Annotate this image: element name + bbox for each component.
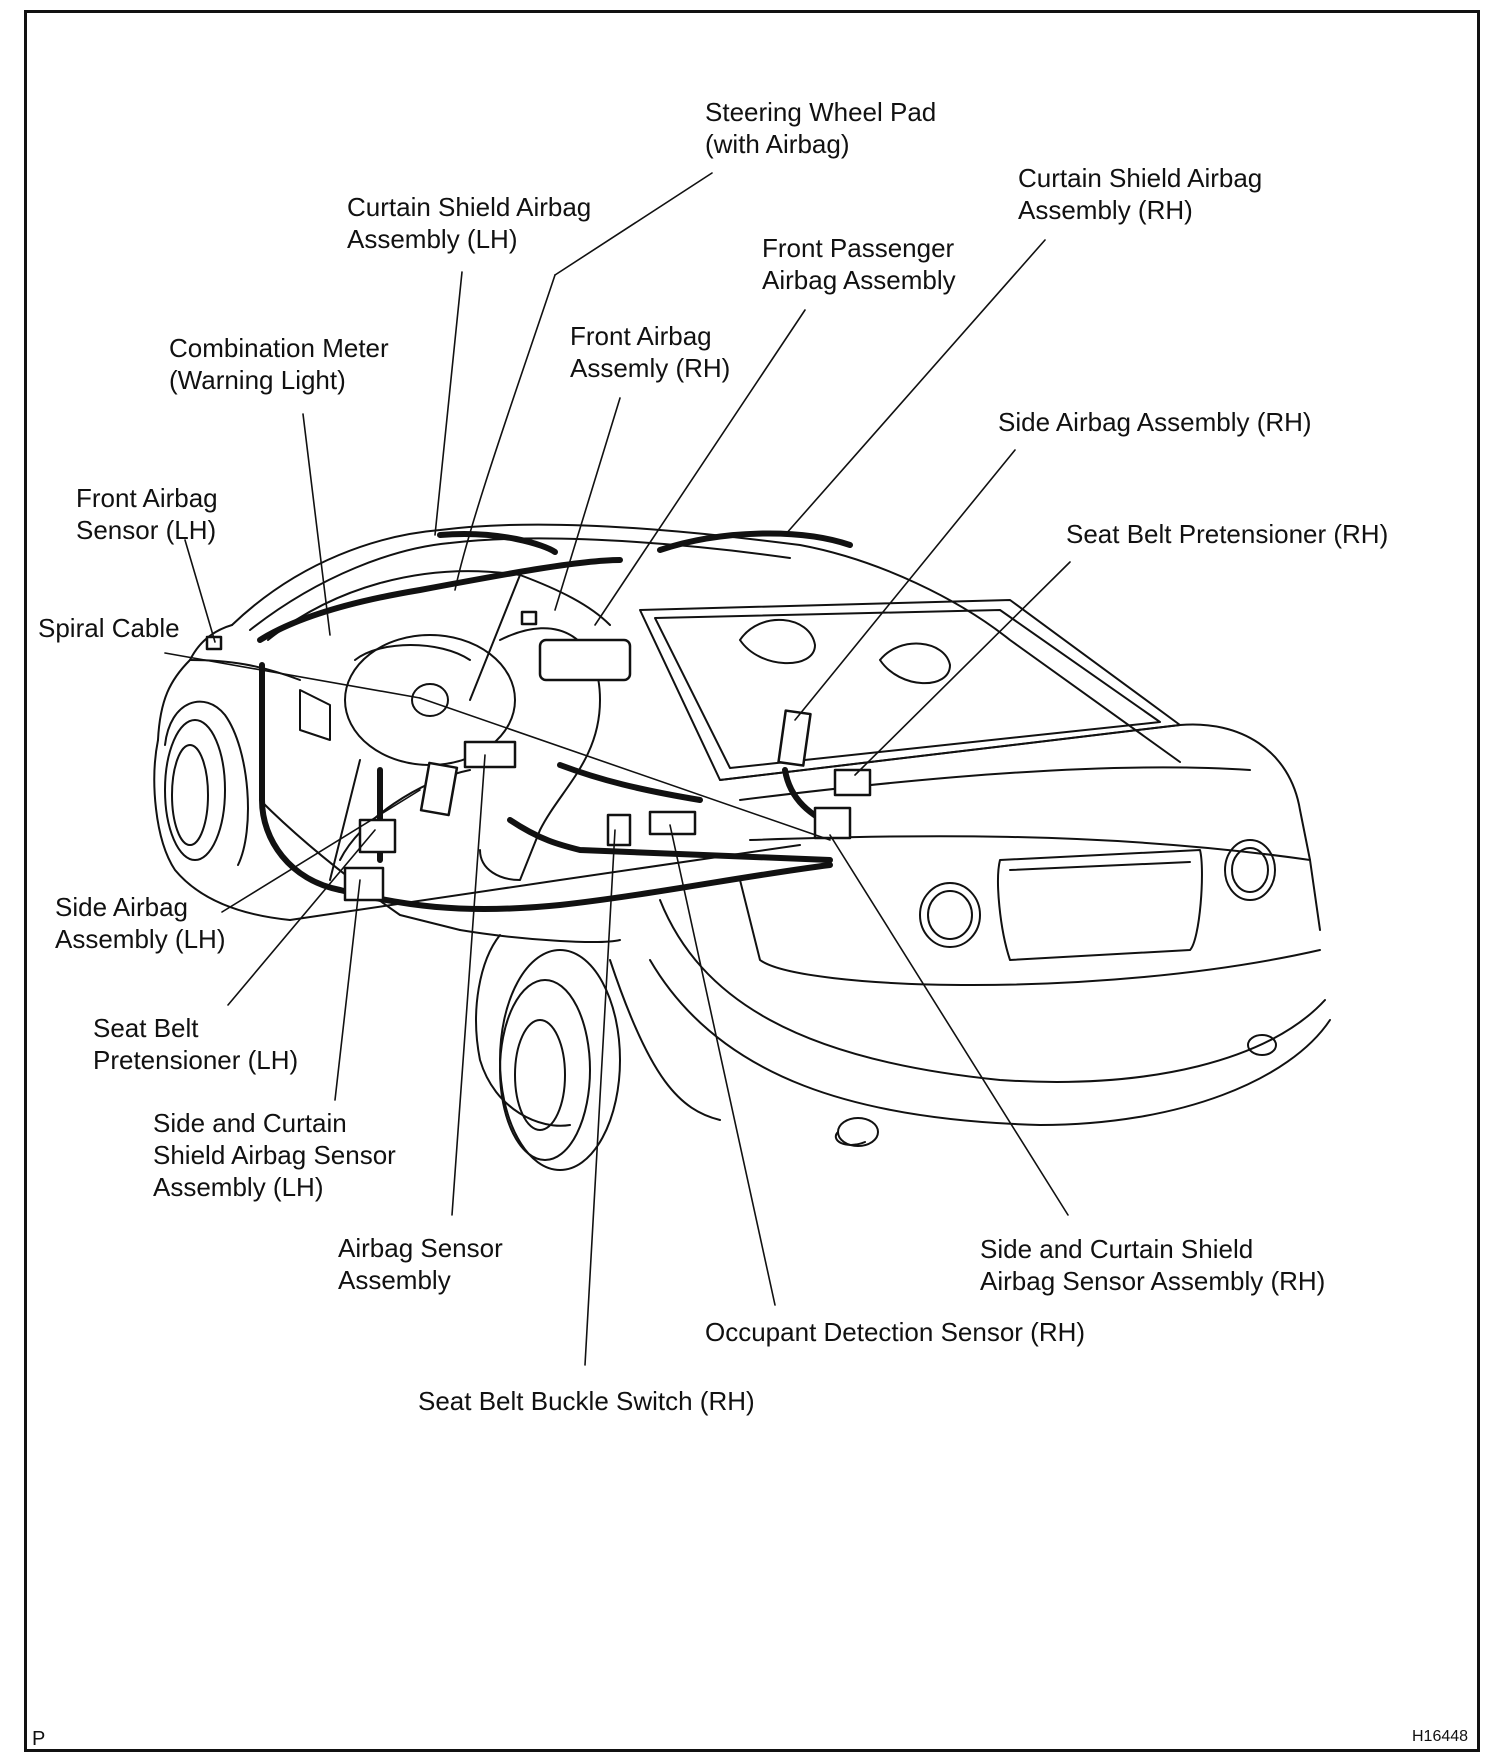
label-occupant-detection-sensor: Occupant Detection Sensor (RH) <box>705 1316 1085 1348</box>
front-airbag-sensor-rh-module <box>520 610 538 626</box>
side-curtain-sensor-lh-module <box>343 866 385 902</box>
label-line: Assembly (LH) <box>55 924 226 954</box>
diagram-frame <box>24 10 1480 1752</box>
label-front-airbag-rh: Front Airbag Assemly (RH) <box>570 320 730 384</box>
label-line: Spiral Cable <box>38 613 180 643</box>
label-seat-belt-pretensioner-rh: Seat Belt Pretensioner (RH) <box>1066 518 1388 550</box>
label-line: Assembly (LH) <box>347 224 518 254</box>
car-body <box>153 523 1331 1171</box>
side-airbag-rh-module <box>777 709 812 767</box>
label-spiral-cable: Spiral Cable <box>38 612 180 644</box>
label-seat-belt-buckle-switch: Seat Belt Buckle Switch (RH) <box>418 1385 755 1417</box>
seat-belt-buckle-switch-module <box>606 813 632 847</box>
label-line: Side Airbag Assembly (RH) <box>998 407 1312 437</box>
label-curtain-shield-airbag-lh: Curtain Shield Airbag Assembly (LH) <box>347 191 591 255</box>
label-line: Assembly (LH) <box>153 1172 324 1202</box>
airbag-components <box>205 610 872 902</box>
label-line: Shield Airbag Sensor <box>153 1140 396 1170</box>
label-line: Steering Wheel Pad <box>705 97 937 127</box>
label-line: Occupant Detection Sensor (RH) <box>705 1317 1086 1347</box>
label-side-curtain-sensor-lh: Side and Curtain Shield Airbag Sensor As… <box>153 1107 396 1203</box>
label-side-airbag-lh: Side Airbag Assembly (LH) <box>55 891 225 955</box>
label-line: Seat Belt Buckle Switch (RH) <box>418 1386 755 1416</box>
label-airbag-sensor-assembly: Airbag Sensor Assembly <box>338 1232 503 1296</box>
label-steering-wheel-pad: Steering Wheel Pad (with Airbag) <box>705 96 936 160</box>
corner-code-left: P <box>32 1728 46 1750</box>
label-line: Sensor (LH) <box>76 515 217 545</box>
wiring-harness <box>257 530 853 913</box>
label-line: Front Passenger <box>762 233 955 263</box>
label-curtain-shield-airbag-rh: Curtain Shield Airbag Assembly (RH) <box>1018 162 1262 226</box>
label-seat-belt-pretensioner-lh: Seat Belt Pretensioner (LH) <box>93 1012 298 1076</box>
label-line: Side and Curtain Shield <box>980 1234 1254 1264</box>
label-line: (Warning Light) <box>169 365 346 395</box>
airbag-sensor-assembly-module <box>463 740 517 769</box>
label-line: Front Airbag <box>76 483 218 513</box>
label-line: Front Airbag <box>570 321 712 351</box>
label-side-curtain-sensor-rh: Side and Curtain Shield Airbag Sensor As… <box>980 1233 1325 1297</box>
label-line: Airbag Sensor Assembly (RH) <box>980 1266 1326 1296</box>
label-front-airbag-sensor-lh: Front Airbag Sensor (LH) <box>76 482 218 546</box>
side-curtain-sensor-rh-module <box>813 806 852 840</box>
seat-belt-pretensioner-rh-module <box>833 768 872 797</box>
label-line: Side and Curtain <box>153 1108 347 1138</box>
label-line: Curtain Shield Airbag <box>1018 163 1263 193</box>
label-line: Seat Belt <box>93 1013 199 1043</box>
label-line: Curtain Shield Airbag <box>347 192 592 222</box>
label-front-passenger-airbag: Front Passenger Airbag Assembly <box>762 232 956 296</box>
passenger-airbag-module <box>538 638 632 682</box>
label-line: Assemly (RH) <box>570 353 731 383</box>
label-line: Assembly (RH) <box>1018 195 1193 225</box>
seat-belt-pretensioner-lh-module <box>358 818 397 854</box>
label-line: Combination Meter <box>169 333 389 363</box>
label-line: Pretensioner (LH) <box>93 1045 299 1075</box>
label-combination-meter: Combination Meter (Warning Light) <box>169 332 389 396</box>
side-airbag-lh-module <box>419 761 459 817</box>
label-line: Seat Belt Pretensioner (RH) <box>1066 519 1389 549</box>
figure-id: H16448 <box>1412 1728 1469 1745</box>
label-line: Airbag Assembly <box>762 265 956 295</box>
label-line: Assembly <box>338 1265 451 1295</box>
label-line: Airbag Sensor <box>338 1233 503 1263</box>
label-side-airbag-rh: Side Airbag Assembly (RH) <box>998 406 1312 438</box>
label-line: (with Airbag) <box>705 129 850 159</box>
occupant-detection-sensor-module <box>648 810 697 836</box>
leader-lines <box>164 172 1071 1366</box>
label-line: Side Airbag <box>55 892 188 922</box>
